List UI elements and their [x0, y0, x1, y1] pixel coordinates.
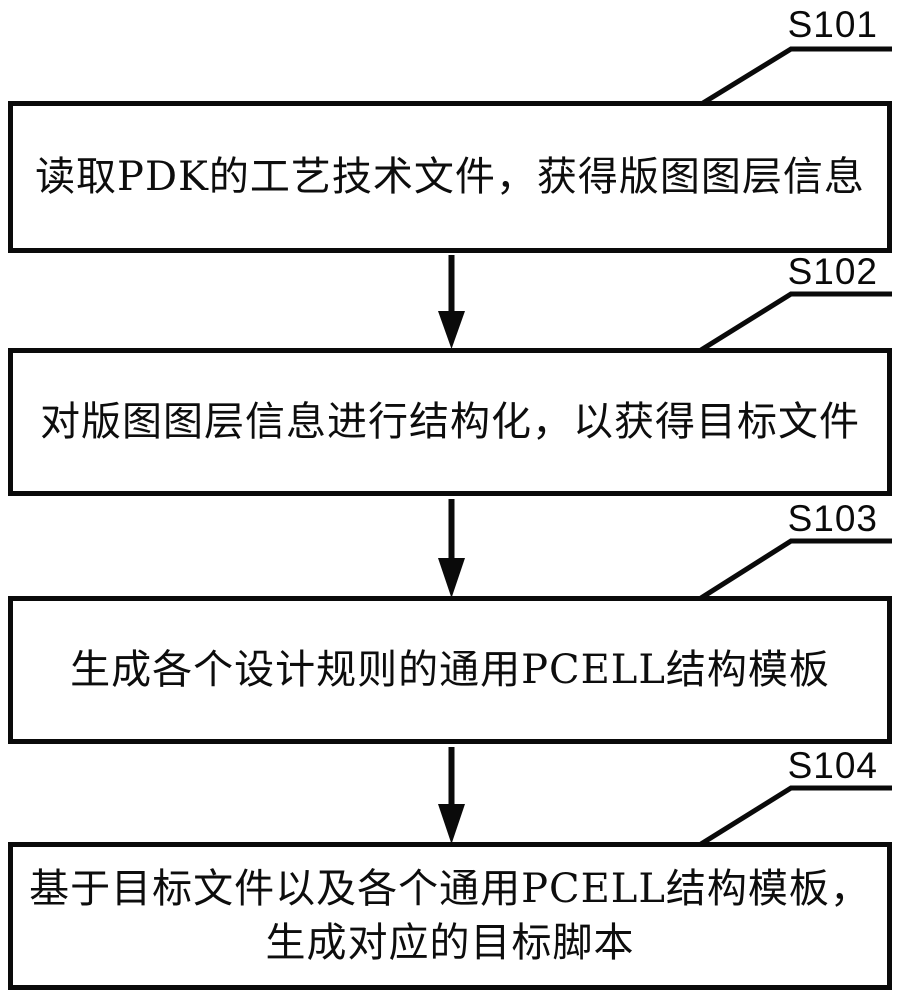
step-box-s102: 对版图图层信息进行结构化，以获得目标文件: [8, 348, 892, 496]
leader-line-s101: [701, 46, 892, 106]
leader-line-s102: [699, 291, 892, 353]
step-label-s103: S103: [787, 498, 878, 539]
step-box-s104: 基于目标文件以及各个通用PCELL结构模板，生成对应的目标脚本: [8, 842, 892, 990]
arrow-down-icon: [438, 311, 465, 349]
step-label-s104: S104: [787, 745, 878, 786]
step-text-s104: 基于目标文件以及各个通用PCELL结构模板，生成对应的目标脚本: [29, 866, 871, 966]
step-box-s103: 生成各个设计规则的通用PCELL结构模板: [8, 596, 892, 744]
flow-arrow-1: [438, 255, 465, 349]
flow-arrow-3: [438, 747, 465, 844]
step-label-s102: S102: [787, 251, 878, 292]
flow-arrow-2: [438, 499, 465, 598]
leader-line-s104: [699, 785, 892, 847]
step-text-s103: 生成各个设计规则的通用PCELL结构模板: [70, 647, 830, 693]
step-text-s102: 对版图图层信息进行结构化，以获得目标文件: [40, 399, 860, 445]
arrow-down-icon: [438, 804, 465, 844]
step-text-s101: 读取PDK的工艺技术文件，获得版图图层信息: [35, 154, 865, 200]
arrow-down-icon: [438, 558, 465, 598]
step-box-s101: 读取PDK的工艺技术文件，获得版图图层信息: [8, 101, 892, 253]
leader-line-s103: [699, 538, 892, 601]
step-label-s101: S101: [787, 4, 878, 45]
